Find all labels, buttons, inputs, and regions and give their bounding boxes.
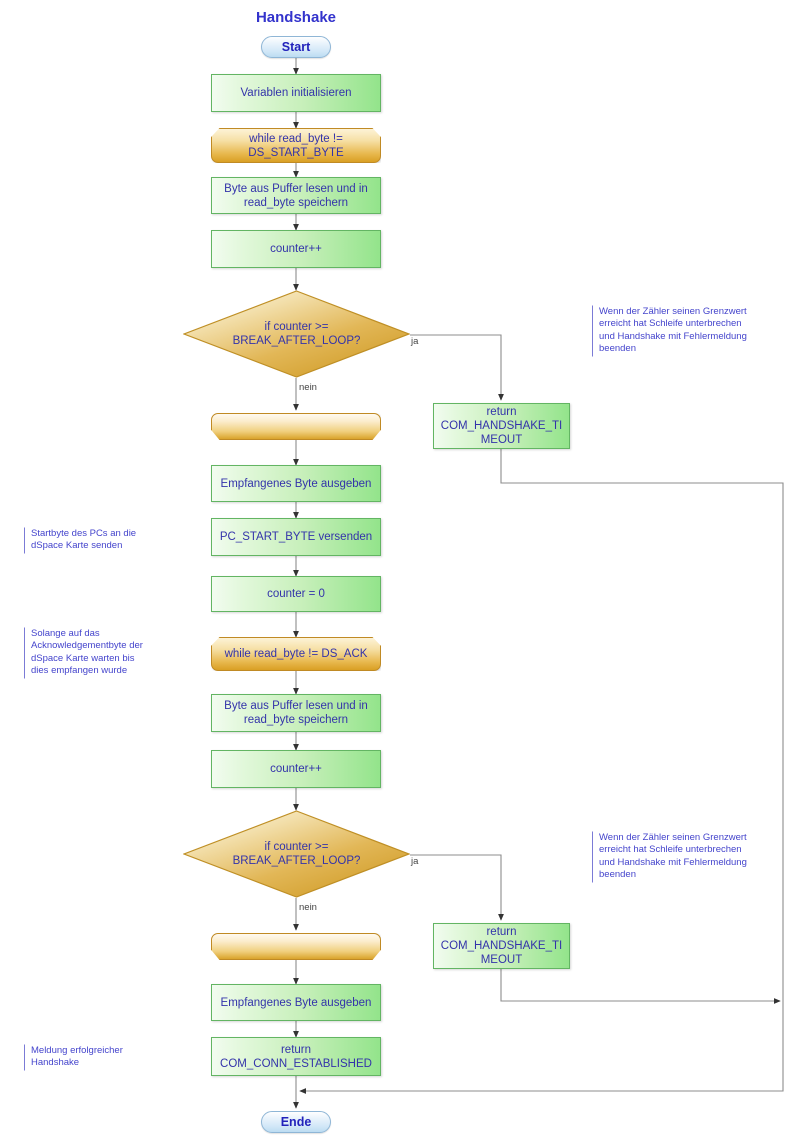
node-decision-break-after-loop-2[interactable]: if counter >= BREAK_AFTER_LOOP? [183,810,410,898]
node-empfangenes-byte-ausgeben-1[interactable]: Empfangenes Byte ausgeben [211,465,381,502]
diamond-shape-2 [183,810,410,898]
note-acknowledgement: Solange auf das Acknowledgementbyte der … [24,627,164,679]
note-startbyte: Startbyte des PCs an die dSpace Karte se… [24,527,164,554]
edge-decision1-yes [410,334,504,401]
note-timeout-2: Wenn der Zähler seinen Grenzwert erreich… [592,831,772,883]
edge-timeout2-exit [500,969,781,1004]
edge-timeout1-exit [500,449,784,1001]
node-while-ds-ack[interactable]: while read_byte != DS_ACK [211,637,381,671]
note-timeout-1: Wenn der Zähler seinen Grenzwert erreich… [592,305,772,357]
decision-label-1: if counter >= BREAK_AFTER_LOOP? [232,321,361,347]
edge-label-decision1-no: nein [299,382,317,393]
edge-label-decision2-no: nein [299,902,317,913]
node-variablen-initialisieren[interactable]: Variablen initialisieren [211,74,381,112]
page-title: Handshake [255,9,337,26]
node-pc-start-byte-versenden[interactable]: PC_START_BYTE versenden [211,518,381,556]
node-return-conn-established[interactable]: return COM_CONN_ESTABLISHED [211,1037,381,1076]
node-decision-break-after-loop-1[interactable]: if counter >= BREAK_AFTER_LOOP? [183,290,410,378]
node-loop-end-1[interactable] [211,413,381,440]
node-return-timeout-2[interactable]: return COM_HANDSHAKE_TI MEOUT [433,923,570,969]
node-counter-increment-2[interactable]: counter++ [211,750,381,788]
decision-label-2: if counter >= BREAK_AFTER_LOOP? [232,841,361,867]
node-return-timeout-1[interactable]: return COM_HANDSHAKE_TI MEOUT [433,403,570,449]
node-empfangenes-byte-ausgeben-2[interactable]: Empfangenes Byte ausgeben [211,984,381,1021]
node-byte-lesen-1[interactable]: Byte aus Puffer lesen und in read_byte s… [211,177,381,214]
node-start[interactable]: Start [261,36,331,58]
node-counter-increment-1[interactable]: counter++ [211,230,381,268]
node-loop-end-2[interactable] [211,933,381,960]
note-success: Meldung erfolgreicher Handshake [24,1044,164,1071]
edge-label-decision2-yes: ja [411,856,419,867]
edge-label-decision1-yes: ja [411,336,419,347]
node-ende[interactable]: Ende [261,1111,331,1133]
edge-decision2-yes [410,854,504,921]
diamond-shape-1 [183,290,410,378]
node-counter-reset[interactable]: counter = 0 [211,576,381,612]
node-byte-lesen-2[interactable]: Byte aus Puffer lesen und in read_byte s… [211,694,381,732]
node-while-ds-start-byte[interactable]: while read_byte != DS_START_BYTE [211,128,381,163]
